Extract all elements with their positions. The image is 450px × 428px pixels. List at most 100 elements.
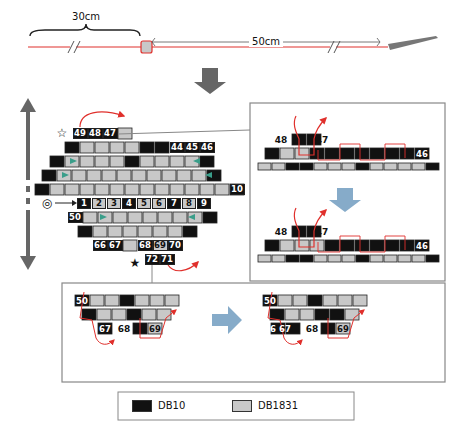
marker-symbol: ☆ [57,127,68,139]
bead [80,156,94,167]
numbered-bead: 68 [138,240,153,251]
bead [108,226,122,237]
bead [135,295,149,306]
direction-mark [62,172,69,178]
bead-number: 48 [89,129,101,138]
bead-number: 49 [74,129,86,138]
bead [123,240,137,251]
bead [93,226,107,237]
inset-frame [250,103,445,281]
bead [310,240,324,251]
callout-number: 46 [416,149,428,158]
bead [105,295,119,306]
numbered-bead: 50 [68,212,83,223]
bead [370,240,384,251]
bead [125,156,139,167]
numbered-bead: 72 [145,254,160,265]
bead [65,184,79,195]
bead [125,142,139,153]
marker-symbol: ★ [130,257,141,269]
bead [155,142,169,153]
bead [87,170,101,181]
bead [300,163,313,170]
bead-number: 69 [154,241,166,250]
thread [328,310,364,338]
bead [170,184,184,195]
numbered-bead: 70 [168,240,183,251]
bead-number: 1 [81,199,87,208]
direction-mark [100,214,107,220]
bead-number: 68 [139,241,151,250]
bead [170,156,184,167]
legend-frame [118,392,354,420]
bead [415,148,429,159]
bead-number: 44 [171,143,183,152]
numbered-bead: 45 [185,142,200,153]
bead [162,170,176,181]
bead [315,309,329,320]
bead [398,255,411,262]
bead [258,163,271,170]
numbered-bead: 4 [122,198,136,209]
stopper-bead [141,41,152,53]
bead [412,163,425,170]
bead [113,212,127,223]
numbered-bead: 47 [103,128,118,139]
bead [123,226,137,237]
bead [323,295,337,306]
bead [200,156,214,167]
bead [336,323,350,334]
callout-number: 66 [264,324,276,333]
down-arrow [194,68,226,94]
bead [400,240,414,251]
callout-number: 50 [264,296,276,305]
bead [340,240,354,251]
bead [295,148,309,159]
bead [112,309,126,320]
bead-number: 45 [186,143,198,152]
bead [353,295,367,306]
bead [138,226,152,237]
legend-swatch [232,400,252,412]
bead [310,148,324,159]
break-mark [68,41,340,53]
numbered-bead: 44 [170,142,185,153]
bead-number: 9 [201,199,207,208]
numbered-bead: 67 [108,240,123,251]
bead-number: 6 [156,199,162,208]
bead-number: 72 [146,255,158,264]
pointer [55,203,72,204]
bead [278,295,292,306]
bead [258,255,271,262]
thread [80,112,124,127]
numbered-bead: 6 [152,198,166,209]
bead [263,295,277,306]
bead [165,295,179,306]
bead [65,156,79,167]
bead [98,212,112,223]
bead [426,255,439,262]
bead [42,170,56,181]
bead [150,295,164,306]
bead [132,170,146,181]
bead [412,255,425,262]
bead-number: 67 [109,241,121,250]
bead-number: 66 [94,241,106,250]
bead [200,184,214,195]
bead [78,226,92,237]
callout-number: 50 [76,296,88,305]
bead [35,184,49,195]
direction-mark [188,214,195,220]
step-arrow [212,306,242,334]
bead [140,184,154,195]
bead-number: 2 [96,199,102,208]
numbered-bead: 1 [77,198,91,209]
bead [185,156,199,167]
numbered-bead: 49 [73,128,88,139]
thread [140,310,176,338]
bead-number: 8 [186,199,192,208]
bead-number: 71 [161,255,173,264]
bead-number: 70 [169,241,181,250]
bead [117,170,131,181]
bead [50,184,64,195]
